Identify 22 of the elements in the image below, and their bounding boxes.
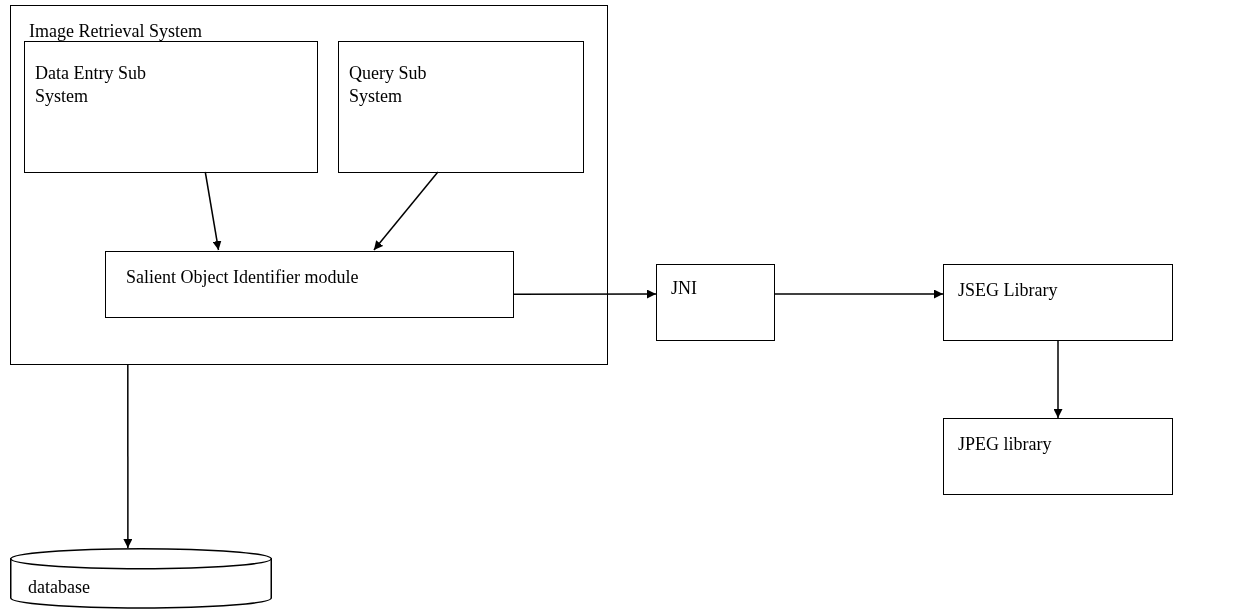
node-label: JPEG library <box>958 433 1052 456</box>
node-label: Salient Object Identifier module <box>126 266 359 289</box>
arrow <box>123 364 133 549</box>
process-box <box>338 41 584 173</box>
database-cylinder <box>10 548 272 608</box>
process-box <box>10 5 608 365</box>
node-label: Query Sub System <box>349 62 428 107</box>
process-box <box>943 264 1173 341</box>
node-label: Image Retrieval System <box>29 20 202 43</box>
arrow <box>512 289 657 299</box>
arrow <box>373 171 439 251</box>
arrow <box>774 289 944 299</box>
process-box <box>943 418 1173 495</box>
node-label: Data Entry Sub System <box>35 62 147 107</box>
process-box <box>105 251 514 318</box>
node-label: database <box>28 576 90 599</box>
arrow <box>1053 340 1063 419</box>
node-label: JNI <box>671 277 697 300</box>
process-box <box>24 41 318 173</box>
node-label: JSEG Library <box>958 279 1058 302</box>
process-box <box>656 264 775 341</box>
arrow <box>204 171 222 251</box>
